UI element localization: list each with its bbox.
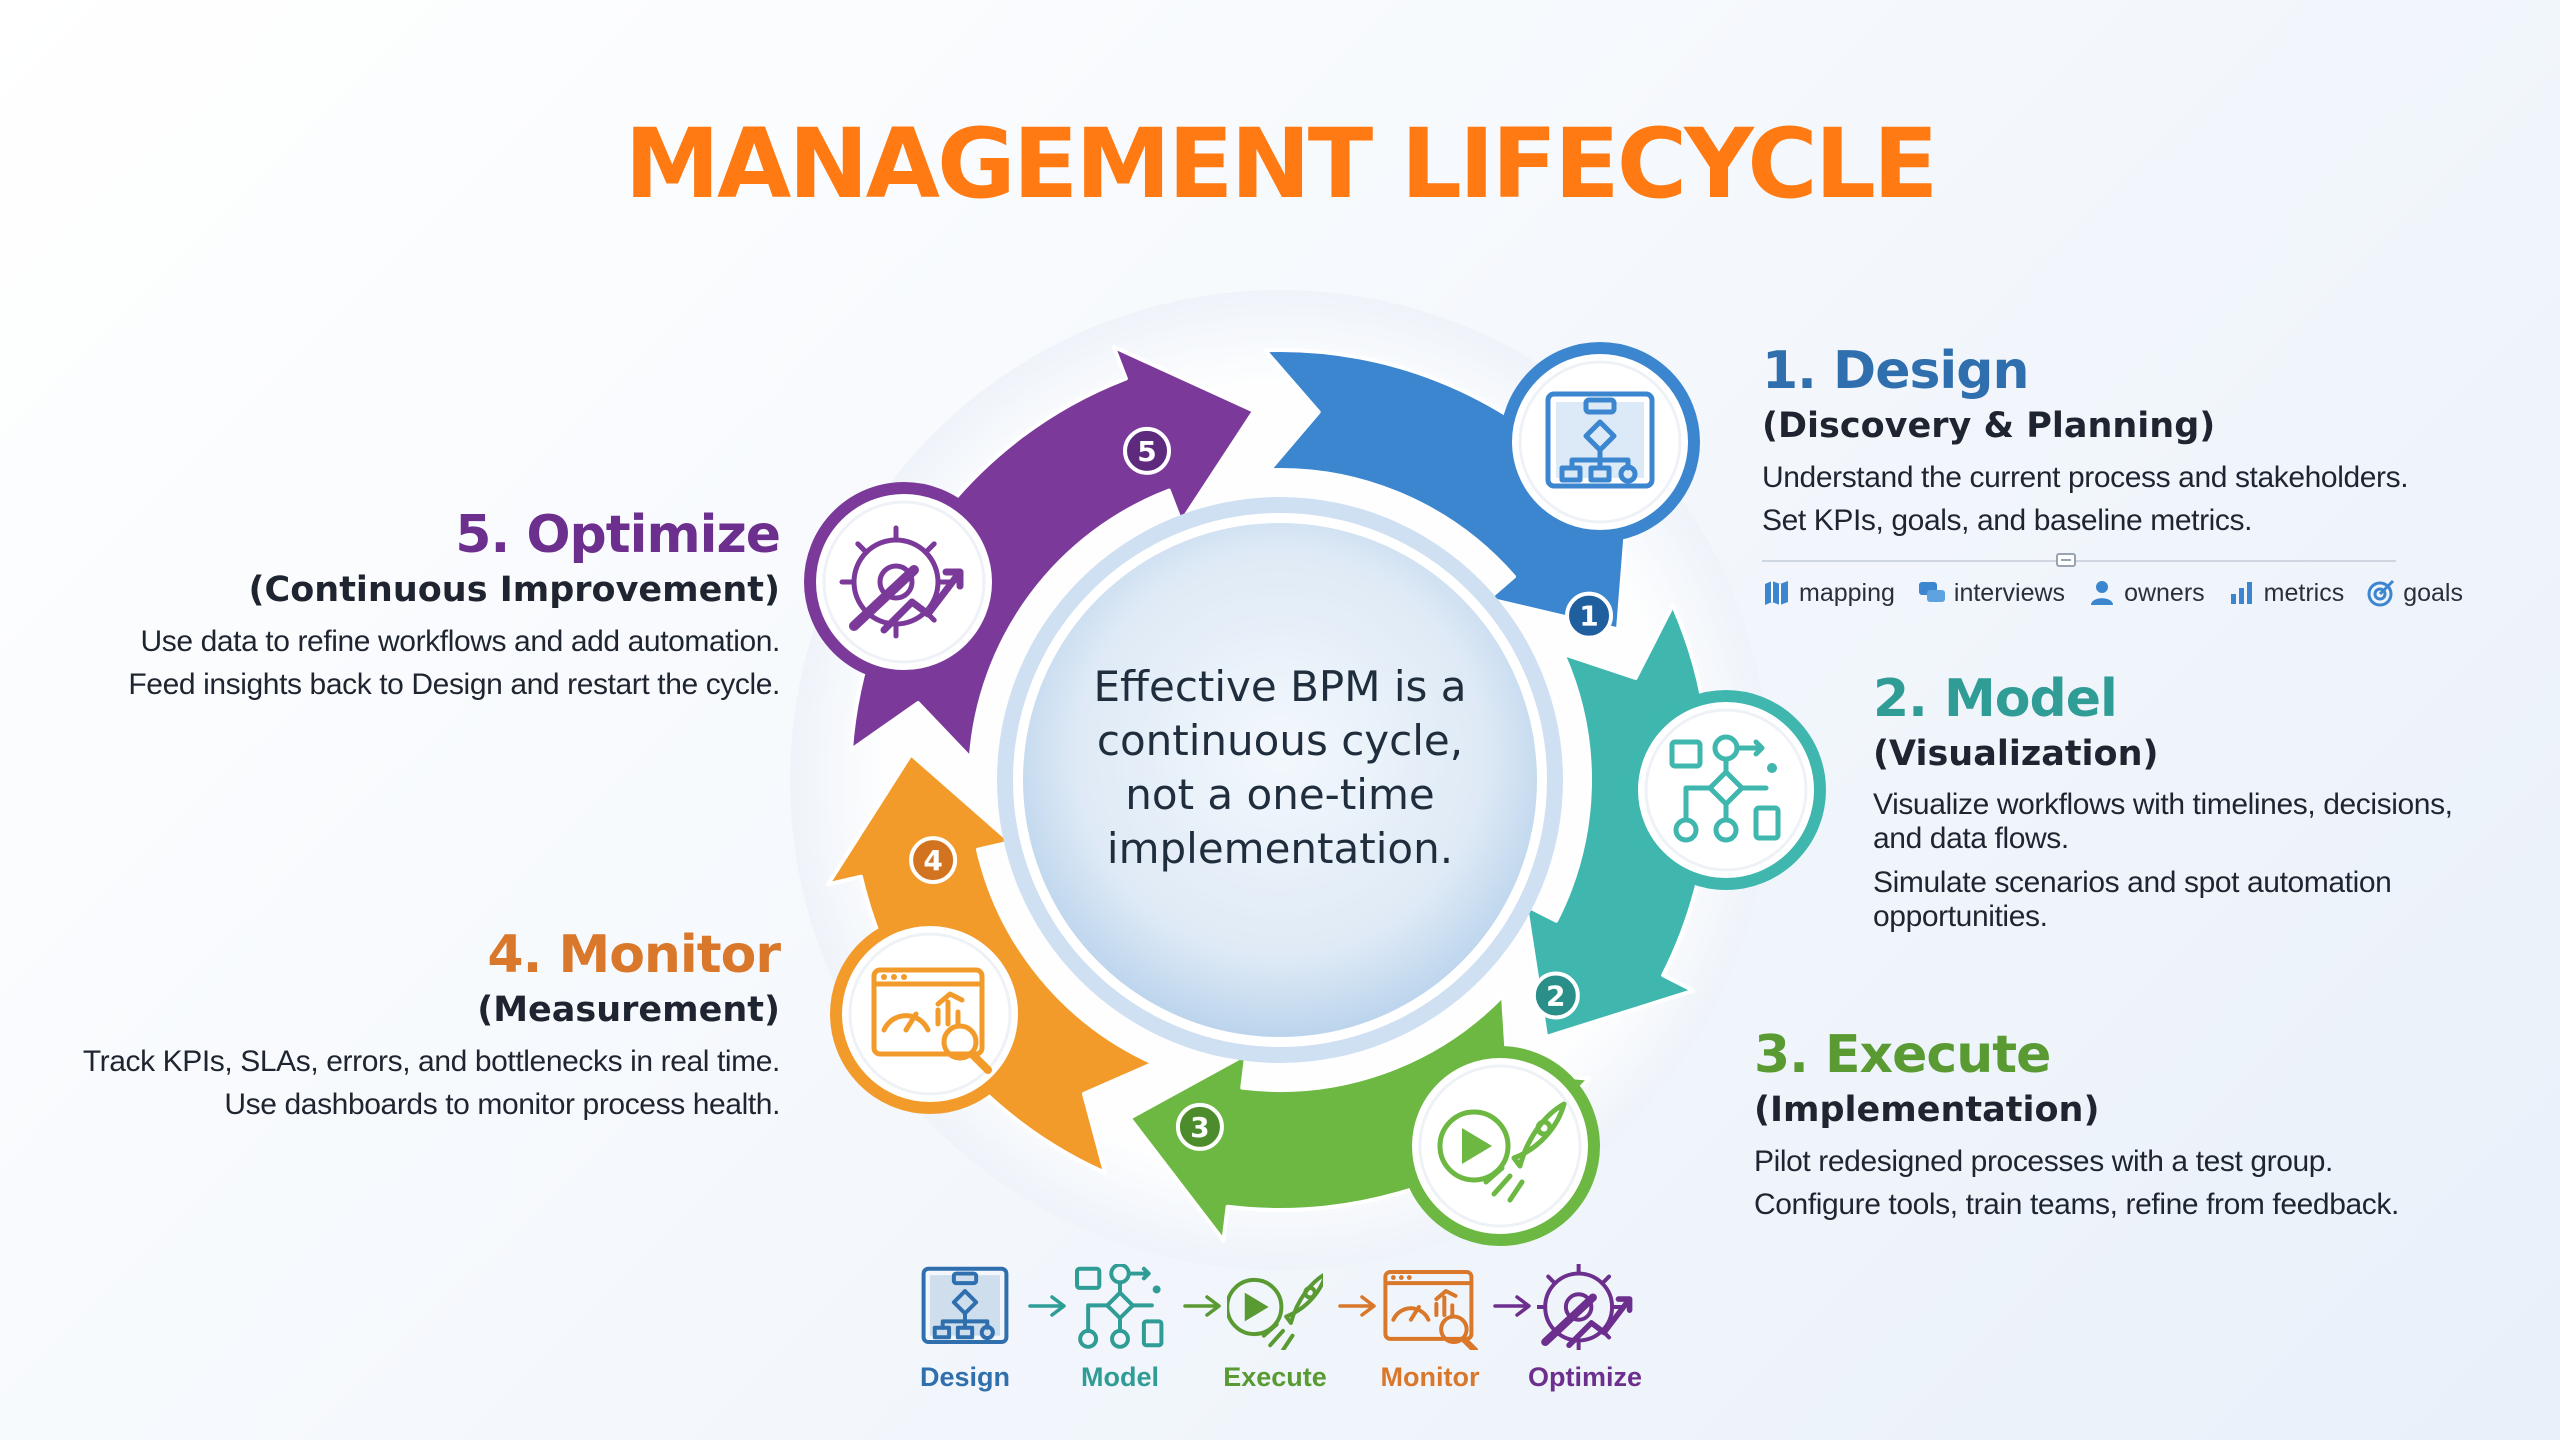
stage-optimize-subtitle: (Continuous Improvement) [248,570,780,610]
stage-icon-model [1626,690,1826,890]
stage-icon-design [1500,342,1700,542]
stage-design: 1. Design (Discovery & Planning) Underst… [1762,340,2422,542]
stage-optimize: 5. Optimize (Continuous Improvement) Use… [60,504,781,706]
dashboard-magnifier-icon [871,967,992,1074]
flow-step-execute: Execute [1210,1264,1340,1393]
flow-arrow-icon [1028,1295,1066,1317]
page-title: MANAGEMENT LIFECYCLE [624,108,1939,220]
flow-workflow-diagram-icon [1075,1264,1164,1349]
flow-dashboard-magnifier-icon [1383,1269,1478,1350]
stage-optimize-text: Use data to refine workflows and add aut… [128,625,780,701]
flow-step-label: Execute [1223,1362,1327,1392]
stage-design-heading: 1. Design [1762,341,2030,401]
stage-model-text-2: Simulate scenarios and spot automation o… [1873,866,2392,933]
target-icon [2367,579,2395,607]
play-rocket-icon [1437,1101,1567,1203]
person-icon [2091,581,2114,605]
stage-design-subtitle: (Discovery & Planning) [1762,406,2216,446]
stage-icon-execute [1400,1046,1600,1246]
center-disc [1013,513,1547,1047]
flow-arrow-icon [1338,1295,1376,1317]
center-message: Effective BPM is a continuous cycle, not… [1093,662,1467,873]
design-tag-label: goals [2403,578,2463,607]
map-icon [1765,581,1788,605]
flow-step-label: Optimize [1527,1362,1642,1392]
svg-text:2: 2 [1546,979,1565,1012]
flow-step-model: Model [1055,1264,1185,1393]
step-number-badge-design: 1 [1565,591,1614,640]
stage-optimize-heading: 5. Optimize [455,505,781,565]
stage-design-text: Understand the current process and stake… [1762,461,2409,537]
blueprint-flowchart-icon [1545,391,1655,489]
design-tag-interviews: interviews [1917,578,2065,608]
tags-divider [1762,560,2396,562]
stage-monitor-heading: 4. Monitor [487,925,781,985]
step-number-badge-model: 2 [1531,971,1580,1020]
stage-model-text-1: Visualize workflows with timelines, deci… [1873,788,2453,855]
lifecycle-flow-strip: Design Model Execute Monitor Optimize [900,1264,1660,1404]
stage-monitor-subtitle: (Measurement) [477,990,780,1030]
stage-execute-heading: 3. Execute [1754,1025,2051,1085]
flow-step-label: Monitor [1380,1362,1480,1392]
design-tag-owners: owners [2087,578,2205,608]
flow-blueprint-flowchart-icon [921,1266,1009,1345]
chat-bubbles-icon [1918,582,1945,602]
stage-model: 2. Model (Visualization) Visualize workf… [1873,668,2473,934]
stage-icon-monitor [830,914,1030,1114]
design-tag-metrics: metrics [2227,578,2345,608]
svg-text:4: 4 [923,844,942,877]
design-tag-label: interviews [1953,578,2066,607]
flow-arrow-icon [1493,1295,1531,1317]
stage-model-subtitle: (Visualization) [1873,734,2159,774]
flow-step-optimize: Optimize [1520,1264,1650,1393]
design-tag-mapping: mapping [1762,578,1895,608]
flow-step-design: Design [900,1264,1030,1393]
stage-monitor: 4. Monitor (Measurement) Track KPIs, SLA… [60,924,781,1126]
svg-text:5: 5 [1137,435,1156,468]
svg-text:3: 3 [1190,1111,1209,1144]
bar-chart-icon [2230,582,2252,604]
stage-icon-optimize [804,482,1004,682]
flow-step-label: Model [1081,1362,1159,1392]
step-number-badge-optimize: 5 [1123,426,1172,475]
divider-ornament-icon [2056,553,2076,567]
design-tag-label: owners [2124,578,2205,607]
design-tag-label: mapping [1799,578,1895,607]
stage-execute: 3. Execute (Implementation) Pilot redesi… [1754,1024,2454,1226]
stage-execute-subtitle: (Implementation) [1754,1090,2100,1130]
step-number-badge-execute: 3 [1175,1102,1224,1151]
flow-step-monitor: Monitor [1365,1264,1495,1393]
flow-gear-wrench-growth-icon [1537,1264,1633,1350]
workflow-diagram-icon [1669,734,1781,843]
design-tags: mapping interviews owners metrics goals [1762,578,2463,608]
design-tag-goals: goals [2366,578,2463,608]
design-tag-label: metrics [2263,578,2345,607]
stage-execute-text: Pilot redesigned processes with a test g… [1754,1145,2399,1221]
gear-wrench-growth-icon [839,525,964,639]
flow-play-rocket-icon [1227,1273,1323,1350]
flow-step-label: Design [919,1362,1011,1392]
flow-arrow-icon [1183,1295,1221,1317]
stage-monitor-text: Track KPIs, SLAs, errors, and bottleneck… [82,1045,781,1121]
step-number-badge-monitor: 4 [909,836,958,885]
stage-model-heading: 2. Model [1873,669,2118,729]
svg-text:1: 1 [1579,600,1598,633]
